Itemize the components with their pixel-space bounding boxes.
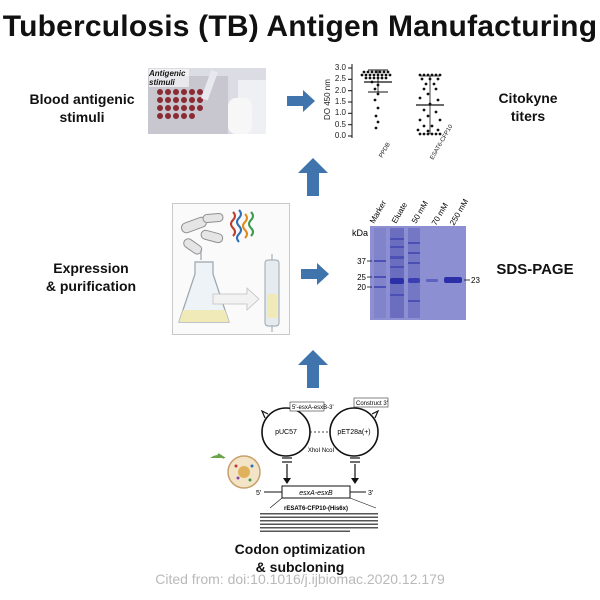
expression-illustration [172,203,290,335]
primer-left-label: 5'-esxA-esxB-3' [292,405,334,411]
puc57-label: pUC57 [275,429,297,436]
ytick-label: 2.0 [335,86,347,95]
restriction-enzymes-label: XhoI NcoI [308,448,335,454]
sds-page-label: SDS-PAGE [496,261,574,278]
xtick-label: PPDB [379,142,392,159]
arrow-to-sds-page [301,263,331,290]
lane-label-eluate: Eluate [390,200,409,225]
citation: Cited from: doi:10.1016/j.ijbiomac.2020.… [155,571,445,587]
lane-label-50mm: 50 mM [410,199,430,225]
gene-label: esxA-esxB [299,490,333,497]
arrow-up-cloning-to-expression [298,350,328,393]
ytick-label: 2.5 [335,74,347,83]
construct-label: rESAT6-CFP10-(His6x) [284,506,348,512]
ytick-label: 0.0 [335,131,347,140]
cloning-illustration: pUC57 5'-esxA-esxB-3' pET28a(+) Construc… [204,396,414,536]
primer-right-label: Construct 3' [356,401,388,407]
pet28a-plasmid [329,407,379,457]
sds-page-gel: Marker Eluate 50 mM 70 mM 250 mM kDa 37 … [342,197,482,324]
ytick-label: 3.0 [335,63,347,72]
esat6-cfp10-dots [416,73,442,136]
ppdb-dots [360,70,392,130]
codon-optimization-label: Codon optimization & subcloning [234,541,366,575]
band-23-label: 23 [471,276,480,285]
expression-purification-label: Expression & purification [45,260,137,294]
xtick-label: ESAT6-CFP10 [430,123,455,160]
lane-label-250mm: 250 mM [448,198,470,227]
blood-antigenic-stimuli-label: Blood antigenic stimuli [29,91,135,125]
marker-25-label: 25 [357,273,366,282]
blood-stimuli-photo: Antigenic stimuli [148,68,266,134]
cytokine-dot-plot: 0.0 0.5 1.0 1.5 2.0 2.5 3.0 DO 450 nm [320,56,470,165]
marker-20-label: 20 [357,283,366,292]
ytick-label: 1.0 [335,108,347,117]
mycobacterium-icon [210,453,261,489]
page-title: Tuberculosis (TB) Antigen Manufacturing [2,10,598,43]
marker-37-label: 37 [357,257,366,266]
lane-label-marker: Marker [368,199,388,225]
arrow-to-titers [287,90,317,117]
cytokine-titers-label: Citokyne titers [498,90,558,124]
three-prime-label: 3' [368,490,373,497]
ytick-label: 0.5 [335,120,347,129]
arrow-up-expression-to-titers [298,158,328,201]
kda-label: kDa [352,228,368,238]
dna-sequence-block [260,513,378,532]
y-axis-label: DO 450 nm [323,79,332,120]
five-prime-label: 5' [256,490,261,497]
photo-caption: Antigenic stimuli [149,69,189,87]
ytick-label: 1.5 [335,97,347,106]
pet28a-label: pET28a(+) [337,429,370,436]
